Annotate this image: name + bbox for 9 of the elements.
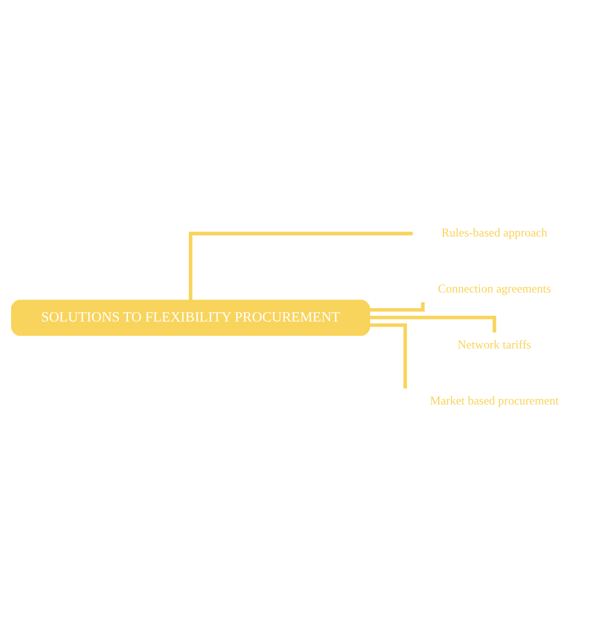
node-text: Market based procurement (430, 393, 559, 408)
connector (188, 232, 413, 300)
node-text: Connection agreements (438, 281, 551, 296)
node-box: SOLUTIONS TO FLEXIBILITY PROCUREMENT (11, 300, 370, 336)
node-text: Rules-based approach (442, 225, 548, 240)
connector (370, 316, 496, 332)
node-text: Network tariffs (458, 337, 532, 352)
connector (370, 302, 425, 312)
connector (370, 323, 407, 388)
